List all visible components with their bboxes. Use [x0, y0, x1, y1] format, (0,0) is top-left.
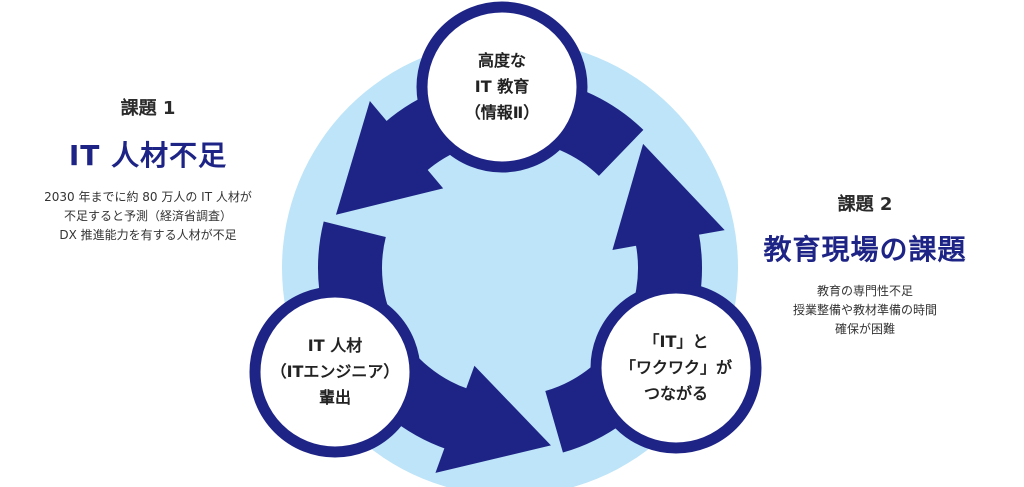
- node-text: IT 人材: [307, 336, 363, 355]
- node-text: （ITエンジニア）: [270, 362, 400, 381]
- node-it-excitement: 「IT」と 「ワクワク」が つながる: [620, 329, 732, 407]
- node-text: 「IT」と: [643, 332, 709, 351]
- issue1-line: 不足すると予測（経済省調査）: [63, 209, 232, 223]
- arrow-head-icon-1: [612, 143, 725, 250]
- node-text: 輩出: [318, 388, 351, 407]
- node-advanced-it-education: 高度な IT 教育 （情報Ⅱ）: [465, 48, 540, 126]
- node-text: 「ワクワク」が: [619, 358, 733, 377]
- node-text: つながる: [643, 384, 709, 403]
- issue1-line: 2030 年までに約 80 万人の IT 人材が: [44, 190, 252, 204]
- node-text: IT 教育: [474, 77, 530, 96]
- issue1-block: 課題 1 IT 人材不足 2030 年までに約 80 万人の IT 人材が 不足…: [18, 94, 278, 245]
- node-circle-left: [249, 286, 421, 458]
- issue2-line: 授業整備や教材準備の時間: [792, 303, 937, 317]
- arrow-head-icon-2: [435, 365, 551, 473]
- issue2-label: 課題 2: [837, 194, 893, 215]
- issue1-line: DX 推進能力を有する人材が不足: [59, 228, 237, 242]
- node-circle-top: [416, 1, 588, 173]
- issue1-title: IT 人材不足: [68, 139, 228, 172]
- node-circle-right: [590, 282, 762, 454]
- node-text: （情報Ⅱ）: [464, 103, 540, 122]
- issue2-block: 課題 2 教育現場の課題 教育の専門性不足 授業整備や教材準備の時間 確保が困難: [740, 190, 990, 339]
- issue2-line: 確保が困難: [834, 322, 895, 336]
- issue2-title: 教育現場の課題: [763, 233, 967, 266]
- issue2-line: 教育の専門性不足: [816, 284, 913, 298]
- node-it-talent: IT 人材 （ITエンジニア） 輩出: [271, 333, 400, 411]
- arrow-head-icon-0: [335, 101, 444, 215]
- issue1-label: 課題 1: [120, 98, 176, 119]
- node-text: 高度な: [477, 51, 527, 70]
